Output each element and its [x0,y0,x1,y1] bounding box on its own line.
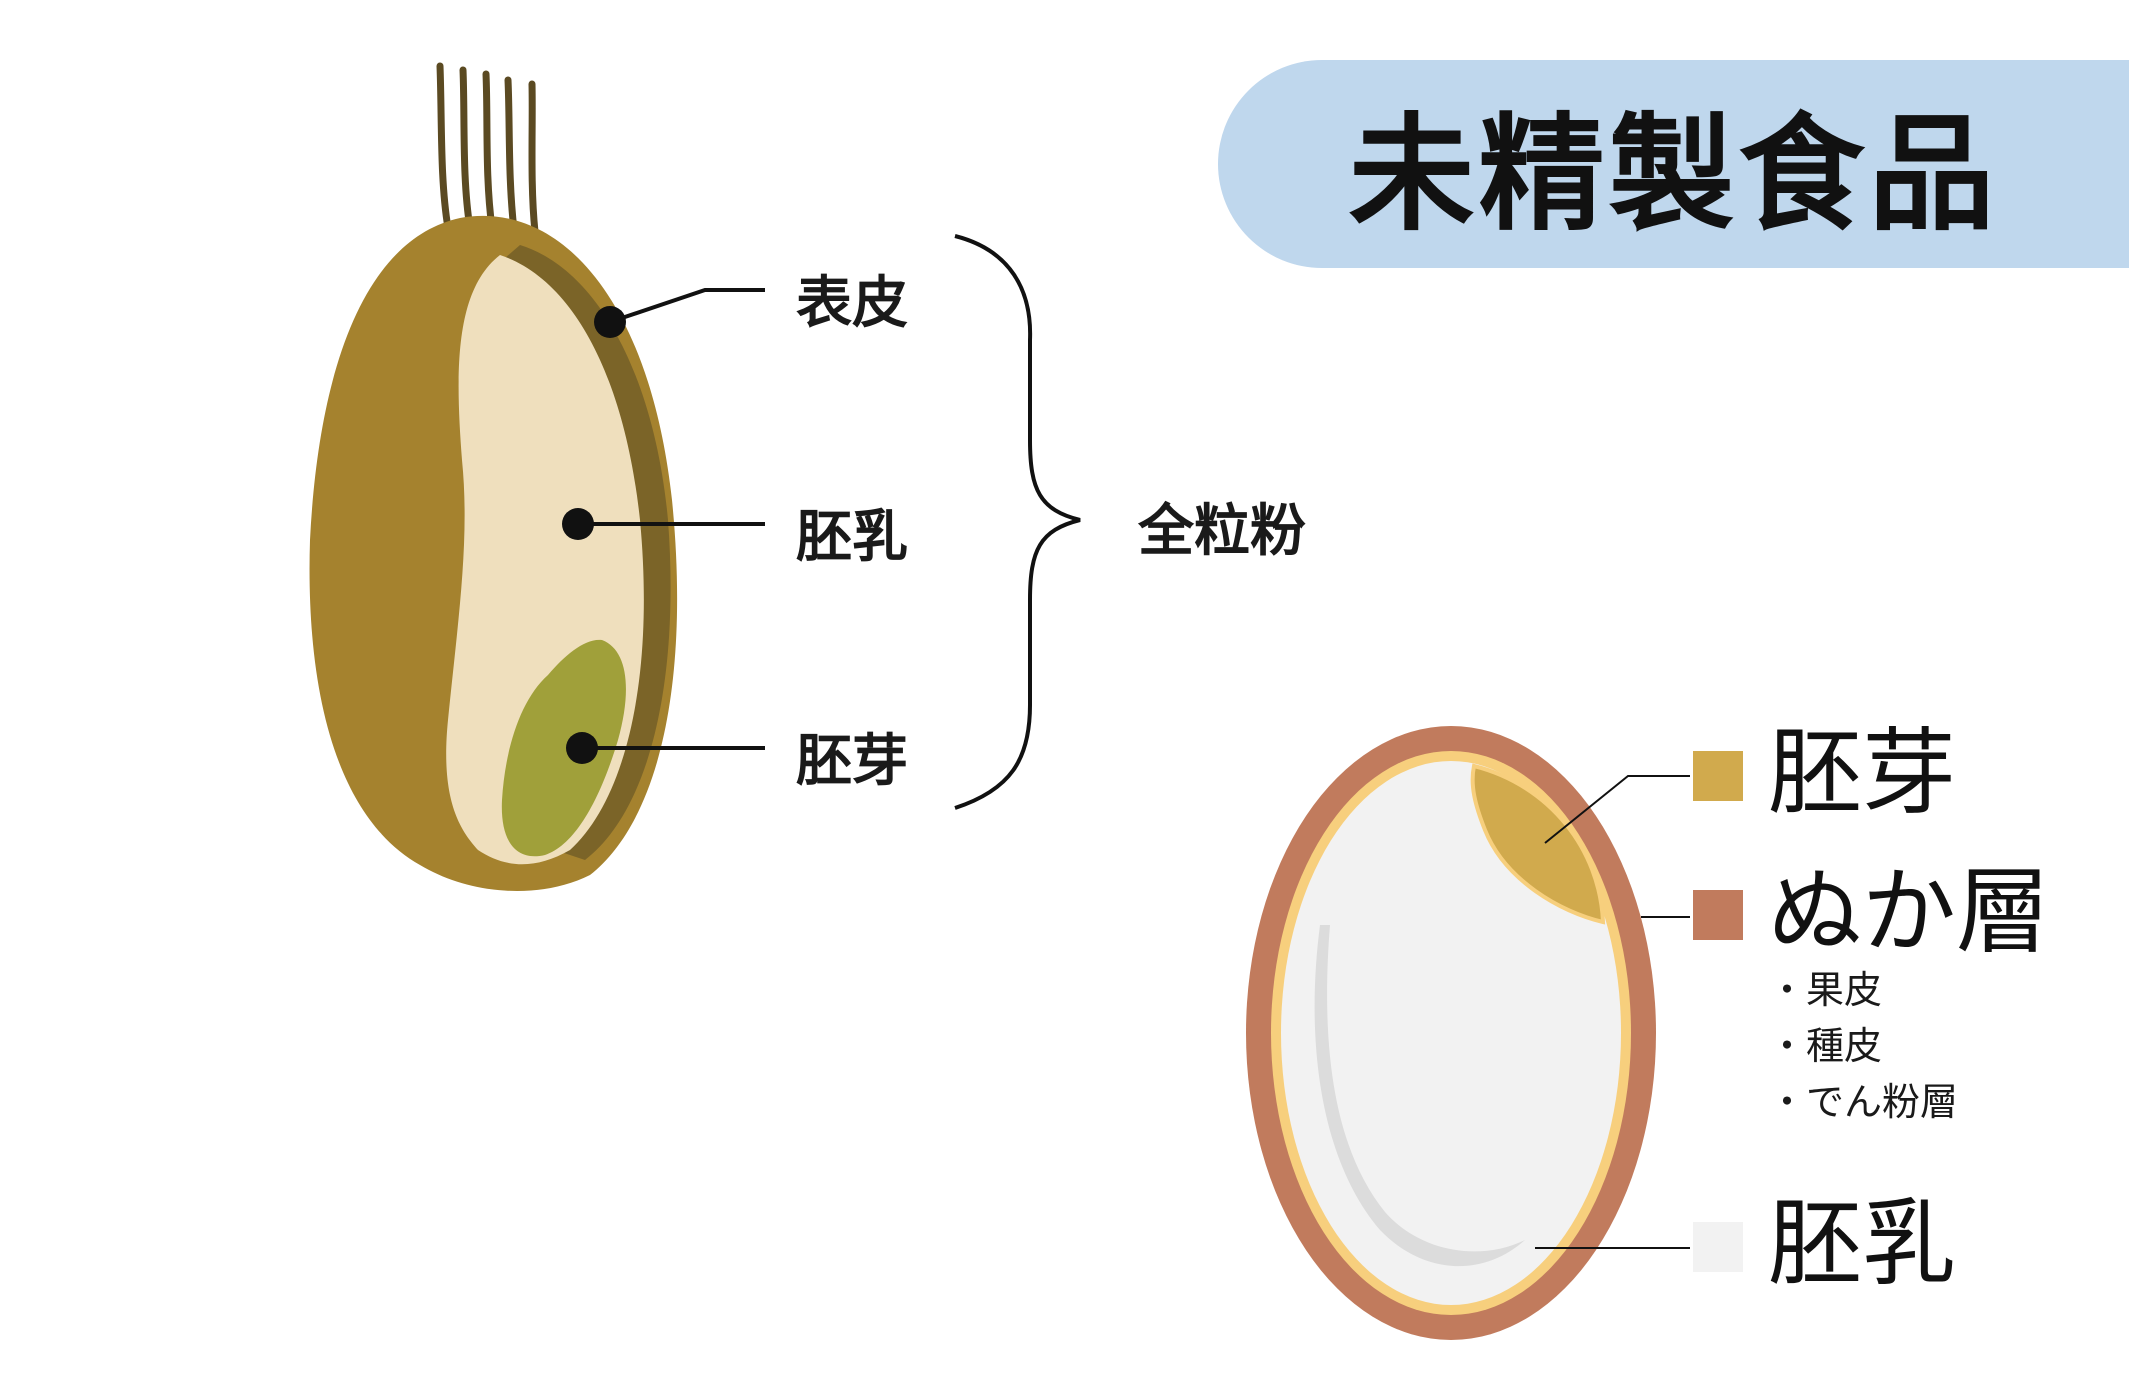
title-banner: 未精製食品 [1218,60,2129,268]
legend-label-endosperm: 胚乳 [1768,1190,1957,1299]
grain-awns [436,62,539,236]
page-title: 未精製食品 [1348,101,1999,248]
list-item: ・種皮 [1768,1024,1883,1068]
legend-label-germ: 胚芽 [1768,719,1957,828]
grain-leader-lines [578,288,765,750]
bran-components-list: ・果皮 ・種皮 ・でん粉層 [1768,962,1958,1130]
rice-endosperm [1281,761,1621,1305]
label-whole-wheat-flour: 全粒粉 [1138,499,1306,564]
legend-label-bran: ぬか層 [1768,858,2051,967]
legend-swatch-endosperm [1693,1222,1743,1272]
grain-leader-dots [562,306,626,764]
list-item: ・でん粉層 [1768,1080,1959,1124]
rice-leader-lines [1535,775,1690,1249]
label-epidermis: 表皮 [796,271,908,336]
label-endosperm: 胚乳 [796,505,908,570]
legend-swatch-germ [1693,751,1743,801]
grain-germ [501,639,626,857]
list-item: ・果皮 [1768,968,1883,1012]
label-germ: 胚芽 [796,729,908,794]
whole-grain-brace [954,234,1081,810]
rice-germ [1470,763,1606,925]
legend-swatch-bran [1693,890,1743,940]
